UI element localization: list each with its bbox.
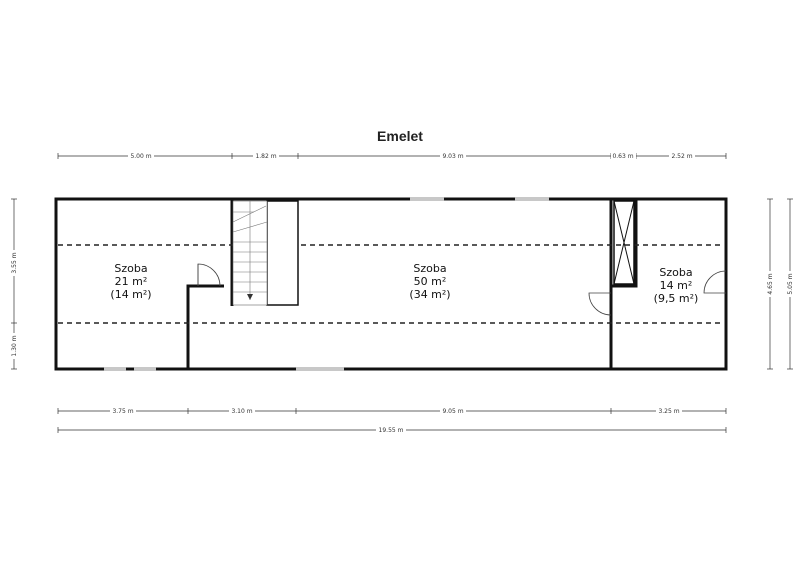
room-name: Szoba	[114, 262, 148, 275]
room-label-center: Szoba 50 m² (34 m²)	[409, 262, 450, 301]
chimney-shaft	[613, 200, 635, 285]
dim-top-2: 1.82 m	[255, 153, 276, 160]
staircase	[232, 200, 299, 306]
dim-top-5: 2.52 m	[671, 153, 692, 160]
dim-right-1: 4.65 m	[767, 273, 774, 294]
dim-total: 19.55 m	[379, 427, 404, 434]
floor-title: Emelet	[377, 128, 423, 144]
dim-bottom-2: 3.10 m	[231, 408, 252, 415]
room-floor-area: (34 m²)	[409, 288, 451, 301]
dim-left-2: 1.30 m	[11, 335, 18, 356]
dim-top-3: 9.03 m	[442, 153, 463, 160]
dim-bottom-4: 3.25 m	[658, 408, 679, 415]
dim-top-4: 0.63 m	[612, 153, 633, 160]
room-area: 14 m²	[659, 279, 693, 292]
dim-right-2: 5.05 m	[787, 273, 794, 294]
room-name: Szoba	[413, 262, 447, 275]
room-label-right: Szoba 14 m² (9,5 m²)	[654, 266, 699, 305]
dim-bottom-1: 3.75 m	[112, 408, 133, 415]
dimension-bottom	[57, 408, 727, 414]
room-area: 21 m²	[114, 275, 148, 288]
room-floor-area: (14 m²)	[110, 288, 152, 301]
room-name: Szoba	[659, 266, 693, 279]
outer-wall	[54, 197, 728, 371]
dim-top-1: 5.00 m	[130, 153, 151, 160]
dim-bottom-3: 9.05 m	[442, 408, 463, 415]
room-label-left: Szoba 21 m² (14 m²)	[110, 262, 151, 301]
interior-walls	[186, 199, 638, 369]
room-floor-area: (9,5 m²)	[653, 292, 699, 305]
windows	[104, 197, 549, 371]
roof-slope-lines	[58, 244, 724, 324]
room-area: 50 m²	[413, 275, 447, 288]
doors	[197, 263, 727, 316]
dim-left-1: 3.55 m	[11, 252, 18, 273]
